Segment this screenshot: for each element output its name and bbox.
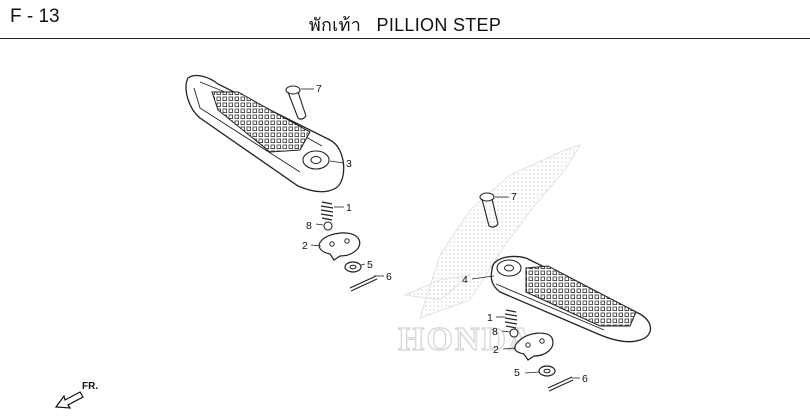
honda-watermark: HONDA [397,144,582,359]
detent-spring-lower [504,309,518,329]
callout-4: 4 [462,274,468,286]
callout-8-lower: 8 [492,326,498,338]
callout-2-upper: 2 [302,240,308,252]
detent-spring-upper [320,201,334,221]
lower-step-assembly [471,192,652,392]
callout-8-upper: 8 [306,220,312,232]
upper-step-assembly [185,74,384,292]
callout-5-upper: 5 [367,259,373,271]
title-english: PILLION STEP [376,15,502,35]
pivot-pin-upper [285,85,307,120]
callout-1-lower: 1 [487,312,493,324]
cotter-pin-upper [349,275,378,292]
detent-ball-upper [323,221,333,231]
callout-7-lower: 7 [511,191,517,203]
direction-arrow-icon [54,391,84,409]
front-direction-marker: FR. [54,381,98,409]
callout-1-upper: 1 [346,202,352,214]
callout-5-lower: 5 [514,367,520,379]
grip-pad-upper [211,91,311,153]
washer-lower [538,365,556,377]
detent-ball-lower [509,328,519,338]
washer-upper [344,261,362,273]
callout-2-lower: 2 [493,344,499,356]
front-label: FR. [82,381,98,392]
honda-wordmark: HONDA [398,321,535,358]
callout-7-upper: 7 [316,83,322,95]
header-rule [0,38,810,39]
detent-plate-upper [318,232,361,261]
leader-lines-lower [471,196,580,379]
wing-watermark-icon [419,144,582,319]
page-id: F - 13 [10,6,60,27]
title-thai: พักเท้า [308,15,362,35]
page-header: F - 13 พักเท้า PILLION STEP [0,0,810,40]
callout-6-upper: 6 [386,271,392,283]
callout-6-lower: 6 [582,373,588,385]
cotter-pin-lower [547,376,574,392]
callout-3: 3 [346,158,352,170]
page-title: พักเท้า PILLION STEP [0,10,810,39]
pivot-pin-lower [479,192,499,228]
leader-lines-upper [301,88,384,277]
grip-pad-lower [525,265,637,327]
